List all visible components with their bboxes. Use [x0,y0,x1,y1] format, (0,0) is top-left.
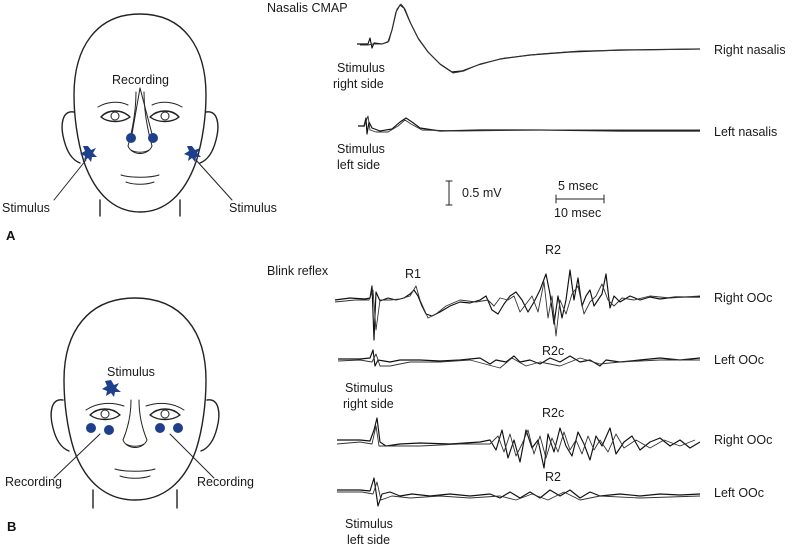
panel-b-face [50,297,220,509]
recording-electrode-left-nasalis [126,133,136,143]
panel-b-label: B [7,519,16,534]
left-eye-b [89,408,121,421]
r2c-label-top: R2c [542,344,564,358]
left-nasalis-label: Left nasalis [714,125,777,139]
amplitude-scale-bar [445,180,453,206]
trace-stim-right-line1: Stimulus [337,61,385,75]
left-eye [100,110,131,123]
nose-b [122,399,148,448]
head-outline-b [63,297,207,501]
mouth-b [114,468,156,472]
recording-electrode-left-ooc-lateral [86,423,96,433]
nasalis-cmap-title: Nasalis CMAP [267,1,348,15]
head-outline [73,13,207,213]
stim-left-side-line1: Stimulus [345,517,393,531]
time-scale-bottom: 10 msec [554,206,601,220]
stim-left-side-line2: left side [347,533,390,547]
right-nasalis-trace [357,3,701,74]
nose [127,91,153,154]
stimulus-burst-left [80,146,97,162]
left-ooc-trace-1 [337,349,701,369]
mouth [120,174,160,178]
left-ear-b [50,399,70,452]
right-ear [199,111,219,164]
panel-a-label: A [6,228,16,243]
left-ooc-label-2: Left OOc [714,486,764,500]
right-ooc-trace-1 [334,269,701,341]
left-ooc-label-1: Left OOc [714,353,764,367]
right-ear-b [200,399,220,452]
right-eyebrow [151,101,183,108]
left-nasalis-trace [358,115,700,135]
left-pupil [110,111,120,121]
recording-electrode-left-ooc-medial [104,425,114,435]
recording-label-b-left: Recording [5,475,62,489]
left-eyebrow [97,101,129,108]
left-ooc-trace-2 [337,477,701,507]
right-ooc-trace-2 [336,417,701,469]
right-nasalis-label: Right nasalis [714,43,786,57]
recording-label-a: Recording [112,73,169,87]
stim-right-side-line2: right side [343,397,394,411]
time-scale-top: 5 msec [558,179,598,193]
right-ooc-label-1: Right OOc [714,291,772,305]
blink-reflex-title: Blink reflex [267,264,329,278]
left-ear [61,111,81,164]
recording-electrode-right-nasalis [148,133,158,143]
amplitude-scale-label: 0.5 mV [462,186,502,200]
recording-electrode-right-ooc-lateral [173,423,183,433]
r2c-label-bottom: R2c [542,406,564,420]
trace-stim-left-line1: Stimulus [337,142,385,156]
neck [99,199,181,217]
stimulus-label-b: Stimulus [107,365,155,379]
stimulus-label-a-left: Stimulus [2,201,50,215]
trace-stim-right-line2: right side [333,77,384,91]
r2-label-top: R2 [545,243,561,257]
recording-electrode-right-ooc-medial [155,423,165,433]
right-pupil [160,111,170,121]
time-scale-bar [555,194,605,204]
stimulus-burst-forehead [102,380,121,397]
stim-right-side-line1: Stimulus [345,381,393,395]
right-eye [149,110,180,123]
recording-label-b-right: Recording [197,475,254,489]
trace-stim-left-line2: left side [337,158,380,172]
stimulus-burst-right [184,146,201,162]
r2-label-bottom: R2 [545,470,561,484]
r1-label: R1 [405,267,421,281]
stimulus-label-a-right: Stimulus [229,201,277,215]
right-eye-b [149,408,181,421]
right-ooc-label-2: Right OOc [714,433,772,447]
panel-a-face [53,13,233,217]
